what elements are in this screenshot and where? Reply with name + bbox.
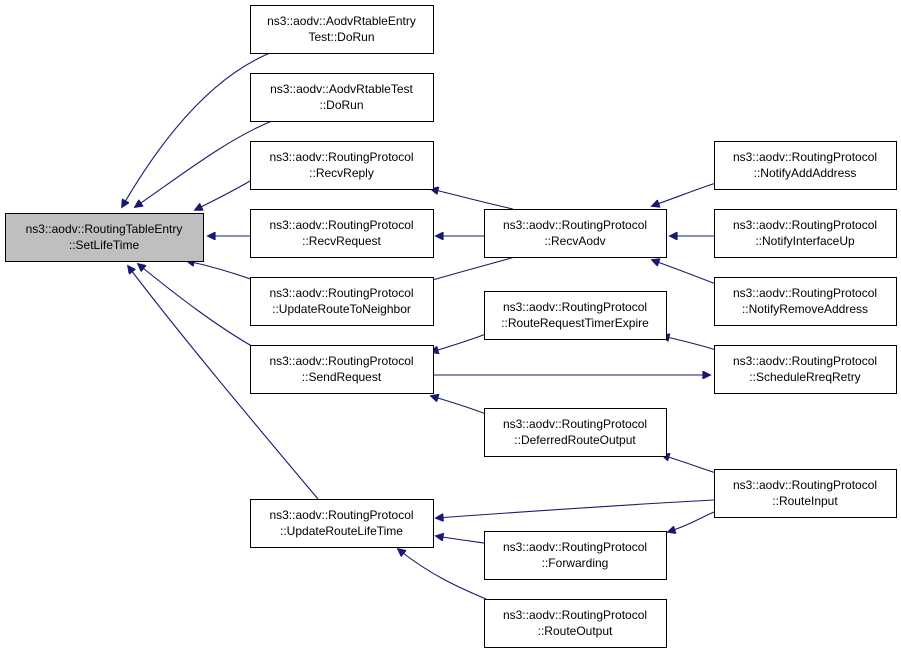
edge-notifyadd-to-recvaodv	[652, 182, 717, 206]
node-label-namespace: ns3::aodv::RoutingProtocol	[269, 286, 413, 300]
node-notifyup[interactable]: ns3::aodv::RoutingProtocol::NotifyInterf…	[714, 209, 897, 258]
node-label-namespace: ns3::aodv::RoutingProtocol	[269, 354, 413, 368]
edge-forwarding-to-updatelifetime	[436, 536, 485, 544]
node-label-method: ::DoRun	[319, 98, 363, 112]
node-root[interactable]: ns3::aodv::RoutingTableEntry::SetLifeTim…	[5, 213, 204, 262]
node-label-method: ::NotifyRemoveAddress	[742, 302, 868, 316]
node-label-method: ::ScheduleRreqRetry	[749, 370, 860, 384]
node-deferred[interactable]: ns3::aodv::RoutingProtocol::DeferredRout…	[484, 408, 667, 457]
node-label-namespace: ns3::aodv::RoutingProtocol	[733, 150, 877, 164]
node-label-method: ::RecvReply	[309, 166, 374, 180]
edge-routeinput-to-deferred	[662, 455, 717, 474]
node-label-namespace: ns3::aodv::RoutingProtocol	[503, 300, 647, 314]
node-label-method: ::SendRequest	[302, 370, 382, 384]
node-label-namespace: ns3::aodv::RoutingProtocol	[733, 218, 877, 232]
node-label-namespace: ns3::aodv::RoutingProtocol	[269, 508, 413, 522]
node-box	[250, 141, 434, 190]
node-label-namespace: ns3::aodv::RoutingProtocol	[503, 417, 647, 431]
node-label-method: ::NotifyInterfaceUp	[755, 234, 855, 248]
node-rtabletest[interactable]: ns3::aodv::AodvRtableTest::DoRun	[250, 73, 434, 122]
node-sendrequest[interactable]: ns3::aodv::RoutingProtocol::SendRequest	[250, 345, 434, 394]
node-label-method: ::RecvAodv	[544, 234, 605, 248]
node-box	[714, 141, 897, 190]
node-label-method: ::RouteOutput	[538, 624, 613, 638]
node-box	[5, 213, 204, 262]
node-notifyadd[interactable]: ns3::aodv::RoutingProtocol::NotifyAddAdd…	[714, 141, 897, 190]
node-label-namespace: ns3::aodv::RoutingProtocol	[503, 608, 647, 622]
edge-schedule-to-rrtimer	[662, 336, 717, 351]
edge-recvaodv-to-updateneighbor	[422, 256, 516, 283]
node-routeoutput[interactable]: ns3::aodv::RoutingProtocol::RouteOutput	[484, 599, 667, 648]
node-schedule[interactable]: ns3::aodv::RoutingProtocol::ScheduleRreq…	[714, 345, 897, 394]
node-rrtimer[interactable]: ns3::aodv::RoutingProtocol::RouteRequest…	[484, 291, 667, 340]
node-label-method: ::RecvRequest	[302, 234, 381, 248]
node-updateneighbor[interactable]: ns3::aodv::RoutingProtocol::UpdateRouteT…	[250, 277, 434, 326]
node-forwarding[interactable]: ns3::aodv::RoutingProtocol::Forwarding	[484, 531, 667, 580]
node-notifyremove[interactable]: ns3::aodv::RoutingProtocol::NotifyRemove…	[714, 277, 897, 326]
edge-updatelifetime-to-root	[128, 266, 319, 500]
edge-routeinput-to-forwarding	[668, 511, 715, 532]
node-label-method: ::RouteRequestTimerExpire	[501, 316, 649, 330]
edge-recvreply-to-root	[195, 180, 251, 210]
edge-rrtimer-to-sendrequest	[431, 333, 487, 352]
node-label-method: ::SetLifeTime	[69, 238, 140, 252]
node-box	[250, 499, 434, 548]
node-label-namespace: ns3::aodv::RoutingProtocol	[503, 540, 647, 554]
node-box	[484, 209, 667, 258]
node-label-method: ::UpdateRouteToNeighbor	[272, 302, 411, 316]
node-recvreply[interactable]: ns3::aodv::RoutingProtocol::RecvReply	[250, 141, 434, 190]
node-box	[714, 277, 897, 326]
edge-entrytest-to-root	[122, 52, 271, 207]
node-box	[714, 209, 897, 258]
node-box	[250, 209, 434, 258]
node-box	[250, 345, 434, 394]
edge-routeoutput-to-updatelifetime	[398, 549, 487, 600]
nodes-layer: ns3::aodv::RoutingTableEntry::SetLifeTim…	[5, 5, 897, 648]
node-label-namespace: ns3::aodv::AodvRtableTest	[270, 82, 413, 96]
node-label-method: ::UpdateRouteLifeTime	[280, 524, 403, 538]
node-box	[484, 408, 667, 457]
node-label-namespace: ns3::aodv::RoutingTableEntry	[26, 222, 183, 236]
edge-notifyremove-to-recvaodv	[652, 260, 717, 285]
node-routeinput[interactable]: ns3::aodv::RoutingProtocol::RouteInput	[714, 469, 897, 518]
node-label-namespace: ns3::aodv::RoutingProtocol	[733, 286, 877, 300]
node-label-method: ::Forwarding	[542, 556, 609, 570]
node-label-method: ::RouteInput	[772, 494, 838, 508]
node-label-method: Test::DoRun	[308, 30, 374, 44]
node-label-namespace: ns3::aodv::RoutingProtocol	[269, 218, 413, 232]
node-label-namespace: ns3::aodv::RoutingProtocol	[733, 354, 877, 368]
edge-routeinput-to-updatelifetime	[436, 499, 715, 518]
node-box	[484, 531, 667, 580]
edge-sendrequest-to-root	[138, 264, 269, 356]
node-box	[250, 277, 434, 326]
node-updatelifetime[interactable]: ns3::aodv::RoutingProtocol::UpdateRouteL…	[250, 499, 434, 548]
edge-rtabletest-to-root	[135, 120, 273, 207]
node-recvrequest[interactable]: ns3::aodv::RoutingProtocol::RecvRequest	[250, 209, 434, 258]
edge-recvaodv-to-recvreply	[431, 189, 514, 210]
node-label-namespace: ns3::aodv::RoutingProtocol	[733, 478, 877, 492]
node-box	[484, 291, 667, 340]
node-label-namespace: ns3::aodv::AodvRtableEntry	[267, 14, 416, 28]
node-label-namespace: ns3::aodv::RoutingProtocol	[503, 218, 647, 232]
node-box	[714, 469, 897, 518]
node-recvaodv[interactable]: ns3::aodv::RoutingProtocol::RecvAodv	[484, 209, 667, 258]
node-label-method: ::DeferredRouteOutput	[514, 433, 636, 447]
edge-deferred-to-sendrequest	[431, 396, 487, 415]
node-box	[484, 599, 667, 648]
node-label-method: ::NotifyAddAddress	[754, 166, 857, 180]
node-label-namespace: ns3::aodv::RoutingProtocol	[269, 150, 413, 164]
node-box	[714, 345, 897, 394]
node-box	[250, 73, 434, 122]
node-box	[250, 5, 434, 54]
